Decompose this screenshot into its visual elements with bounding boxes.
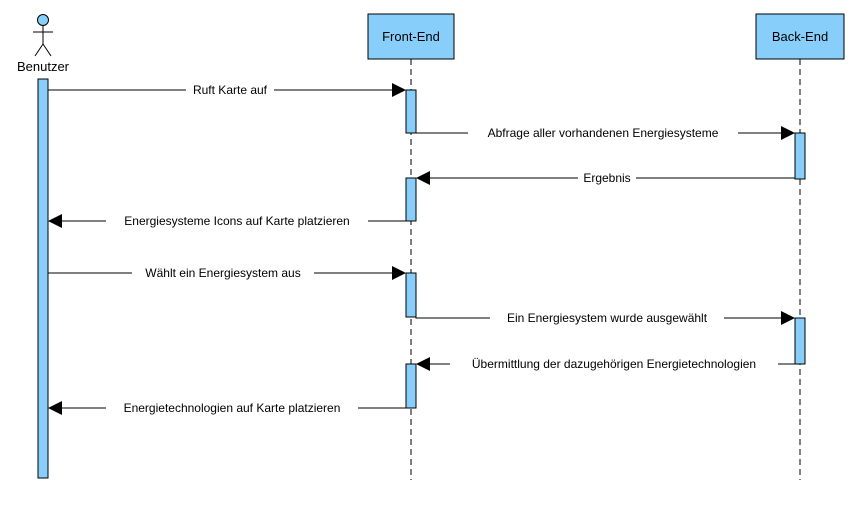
arrow-head xyxy=(416,171,430,185)
label-background xyxy=(106,400,358,415)
label-background xyxy=(186,82,274,97)
label-background xyxy=(578,170,636,185)
message-ergebnis: Ergebnis xyxy=(416,170,795,185)
message-waehlt-energiesystem: Wählt ein Energiesystem aus xyxy=(48,265,406,280)
arrow-head xyxy=(781,311,795,325)
activation-frontend-2 xyxy=(405,177,417,222)
arrow-head xyxy=(392,266,406,280)
message-label: Übermittlung der dazugehörigen Energiete… xyxy=(472,357,756,371)
message-technologien-platzieren: Energietechnologien auf Karte platzieren xyxy=(48,400,406,415)
message-label: Ergebnis xyxy=(583,171,630,185)
actor-benutzer: Benutzer xyxy=(17,14,70,74)
arrow-head xyxy=(48,401,62,415)
message-uebermittlung: Übermittlung der dazugehörigen Energiete… xyxy=(416,356,796,371)
actor-benutzer-label: Benutzer xyxy=(17,59,70,74)
participant-backend: Back-End xyxy=(755,13,845,60)
participant-backend-label: Back-End xyxy=(772,29,828,44)
participant-frontend-box xyxy=(367,13,455,60)
activation-backend-1 xyxy=(794,132,806,180)
label-background xyxy=(490,310,724,325)
arrow-head xyxy=(392,83,406,97)
label-background xyxy=(468,125,738,140)
label-background xyxy=(132,265,314,280)
label-background xyxy=(106,213,368,228)
activation-backend-2 xyxy=(794,317,806,365)
activation-frontend-1 xyxy=(405,89,417,134)
message-label: Ein Energiesystem wurde ausgewählt xyxy=(507,311,708,325)
message-label: Wählt ein Energiesystem aus xyxy=(145,266,300,280)
message-label: Ruft Karte auf xyxy=(193,83,268,97)
participant-backend-box xyxy=(755,13,845,60)
message-label: Abfrage aller vorhandenen Energiesysteme xyxy=(488,126,719,140)
activation-frontend-4 xyxy=(405,363,417,409)
message-label: Energiesysteme Icons auf Karte platziere… xyxy=(124,214,349,228)
message-energiesystem-ausgewaehlt: Ein Energiesystem wurde ausgewählt xyxy=(415,310,795,325)
message-label: Energietechnologien auf Karte platzieren xyxy=(124,401,341,415)
message-ruft-karte-auf: Ruft Karte auf xyxy=(48,82,406,97)
message-icons-platzieren: Energiesysteme Icons auf Karte platziere… xyxy=(48,213,406,228)
actor-icon xyxy=(33,14,53,57)
participant-frontend-label: Front-End xyxy=(382,29,440,44)
activation-benutzer xyxy=(37,78,49,479)
participant-frontend: Front-End xyxy=(367,13,455,60)
label-background xyxy=(450,356,778,371)
activation-frontend-3 xyxy=(405,272,417,318)
arrow-head xyxy=(781,126,795,140)
arrow-head xyxy=(48,214,62,228)
message-abfrage-energiesysteme: Abfrage aller vorhandenen Energiesysteme xyxy=(415,125,795,140)
arrow-head xyxy=(416,357,430,371)
